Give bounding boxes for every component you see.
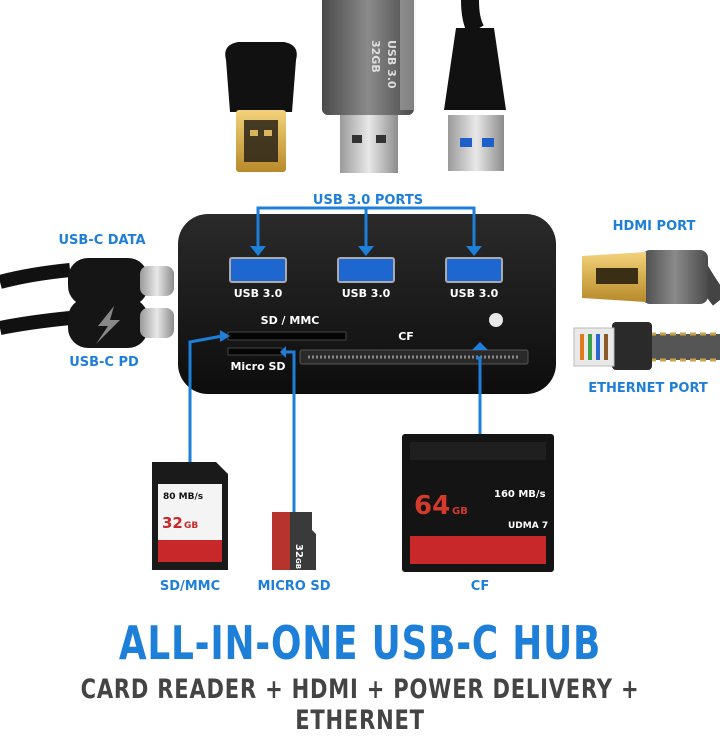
cf-udma: UDMA 7: [508, 521, 548, 531]
usb-dongle-image: [225, 42, 297, 172]
cf-capacity: 64: [414, 491, 450, 521]
usb-port-1: [229, 257, 287, 283]
sd-capacity: 32: [162, 514, 183, 532]
micro-sd-capacity: 32: [293, 544, 304, 558]
callout-arrowheads: [220, 246, 488, 358]
flash-drive-capacity: 32GB: [369, 40, 382, 73]
usb-port-3: [445, 257, 503, 283]
headline: ALL-IN-ONE USB-C HUB: [118, 616, 602, 670]
cf-speed: 160 MB/s: [494, 489, 546, 500]
port-label-1: USB 3.0: [234, 287, 283, 300]
micro-sd-slot: [227, 347, 283, 356]
label-card-micro-sd: MICRO SD: [257, 579, 330, 594]
product-scene: 32GB USB 3.0: [0, 0, 720, 594]
label-usb-c-data: USB-C DATA: [58, 233, 145, 248]
micro-sd-card-image: 32 GB: [272, 512, 316, 570]
sd-unit: GB: [184, 521, 198, 531]
micro-sd-unit: GB: [294, 558, 302, 569]
sd-speed: 80 MB/s: [163, 492, 203, 502]
label-usb-c-pd: USB-C PD: [69, 355, 139, 370]
slot-label-cf: CF: [398, 330, 414, 343]
usb-c-data-cable-image: [0, 258, 174, 306]
label-hdmi-port: HDMI PORT: [613, 219, 696, 234]
usb-a-cable-image: [444, 0, 506, 171]
cf-card-image: 64 GB 160 MB/s UDMA 7: [402, 434, 554, 572]
hdmi-cable-image: [582, 250, 720, 306]
status-led: [489, 313, 503, 327]
ethernet-cable-image: [573, 322, 720, 370]
label-card-cf: CF: [471, 579, 489, 594]
flash-drive-type: USB 3.0: [385, 40, 398, 89]
lightning-icon: [96, 306, 120, 344]
port-label-2: USB 3.0: [342, 287, 391, 300]
usb-port-2: [337, 257, 395, 283]
hub-body: USB 3.0 USB 3.0 USB 3.0 SD / MMC Micro S…: [178, 214, 556, 394]
slot-label-sd-mmc: SD / MMC: [261, 314, 320, 327]
flash-drive-image: 32GB USB 3.0: [322, 0, 416, 173]
label-card-sd-mmc: SD/MMC: [160, 579, 220, 594]
slot-label-micro-sd: Micro SD: [230, 360, 285, 373]
subline: CARD READER + HDMI + POWER DELIVERY + ET…: [80, 674, 640, 736]
usb-c-pd-cable-image: [0, 298, 174, 348]
sd-slot: [227, 331, 347, 341]
callout-lines: [188, 206, 482, 516]
label-usb30-ports: USB 3.0 PORTS: [313, 193, 423, 208]
cf-unit: GB: [452, 506, 468, 517]
port-label-3: USB 3.0: [450, 287, 499, 300]
sd-card-image: 80 MB/s 32 GB: [152, 462, 228, 570]
label-ethernet-port: ETHERNET PORT: [588, 381, 708, 396]
